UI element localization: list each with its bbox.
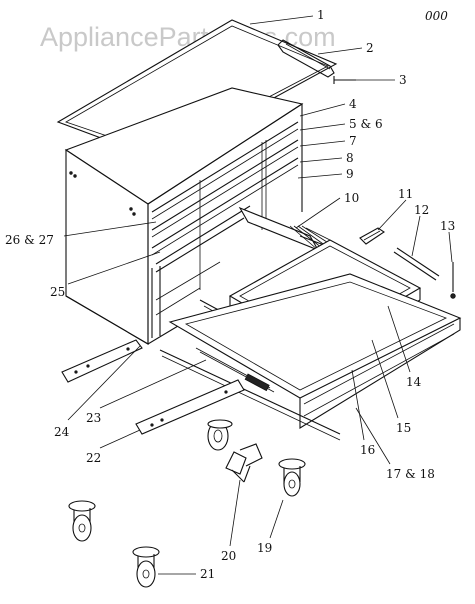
callout-19: 19	[257, 541, 272, 555]
callout-12: 12	[414, 203, 429, 217]
part-caster-brake[interactable]	[207, 419, 263, 483]
callout-5-6: 5 & 6	[349, 117, 383, 131]
part-lower-drawer-rail[interactable]	[159, 349, 341, 441]
callout-26-27: 26 & 27	[5, 233, 54, 247]
part-drawer-screw[interactable]	[450, 262, 456, 299]
leader-lines	[63, 15, 453, 575]
callout-3: 3	[399, 73, 407, 87]
part-drawer-slide[interactable]	[238, 206, 333, 252]
callout-11: 11	[398, 187, 413, 201]
callout-16: 16	[360, 443, 375, 457]
part-right-bottom-rail[interactable]	[135, 379, 245, 435]
callout-23: 23	[86, 411, 101, 425]
callout-10: 10	[344, 191, 359, 205]
callout-24: 24	[54, 425, 70, 439]
callout-9: 9	[346, 167, 354, 181]
part-handle[interactable]	[277, 39, 335, 78]
part-caster-left[interactable]	[68, 500, 96, 542]
callout-1: 1	[317, 8, 325, 22]
part-screw[interactable]	[333, 76, 356, 84]
part-liner-strip[interactable]	[393, 247, 440, 281]
part-drawer-pull[interactable]	[359, 227, 385, 245]
callout-21: 21	[200, 567, 215, 581]
callout-7: 7	[349, 134, 357, 148]
callout-25: 25	[50, 285, 65, 299]
diagram-code: 000	[425, 9, 448, 23]
callout-14: 14	[406, 375, 422, 389]
part-left-bottom-rail[interactable]	[61, 339, 143, 383]
callout-8: 8	[346, 151, 354, 165]
callout-13: 13	[440, 219, 455, 233]
part-swivel-caster[interactable]	[278, 458, 306, 497]
callout-17-18: 17 & 18	[386, 467, 435, 481]
callout-4: 4	[349, 97, 357, 111]
callout-15: 15	[396, 421, 411, 435]
part-lower-drawer[interactable]	[168, 273, 462, 429]
cabinet-body	[64, 87, 304, 345]
callout-2: 2	[366, 41, 374, 55]
part-rigid-caster[interactable]	[132, 546, 160, 588]
callout-22: 22	[86, 451, 101, 465]
callout-20: 20	[221, 549, 236, 563]
